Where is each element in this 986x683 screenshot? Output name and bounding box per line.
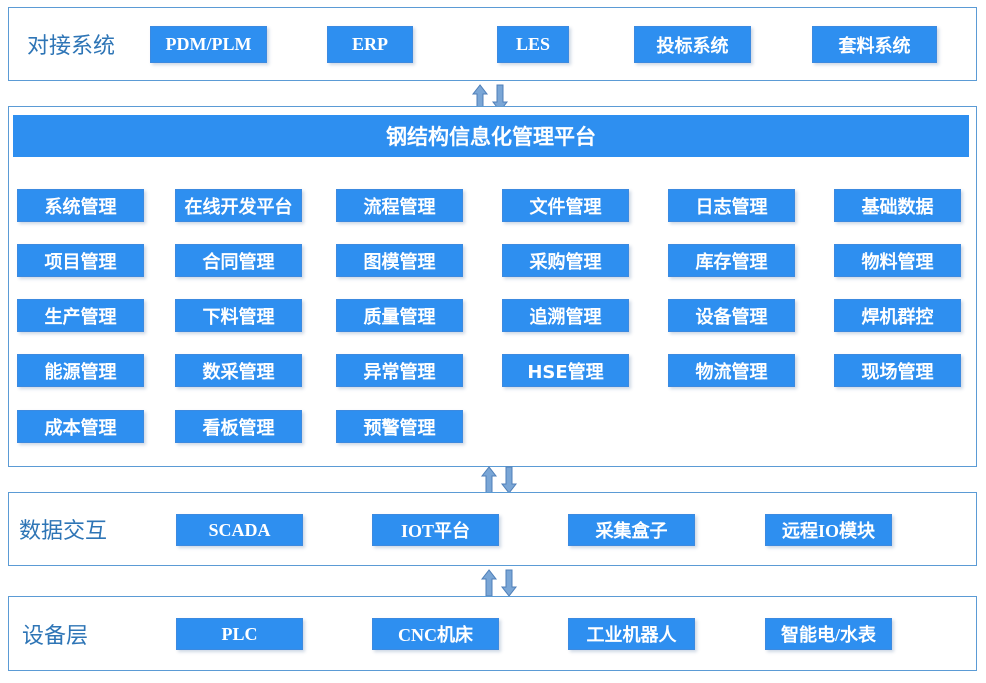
integration-system-pdm: PDM/PLM (150, 26, 267, 63)
platform-module: 质量管理 (336, 299, 463, 332)
integration-system-erp: ERP (327, 26, 413, 63)
platform-module: 焊机群控 (834, 299, 961, 332)
platform-module: 看板管理 (175, 410, 302, 443)
platform-module: 异常管理 (336, 354, 463, 387)
platform-title: 钢结构信息化管理平台 (13, 115, 969, 157)
platform-module: 图模管理 (336, 244, 463, 277)
platform-module: 预警管理 (336, 410, 463, 443)
platform-module: 日志管理 (668, 189, 795, 222)
platform-module: 系统管理 (17, 189, 144, 222)
platform-module: HSE管理 (502, 354, 629, 387)
platform-module: 成本管理 (17, 410, 144, 443)
platform-module: 采购管理 (502, 244, 629, 277)
bidirectional-arrow-icon (480, 569, 518, 597)
device-layer-label: 设备层 (22, 624, 89, 649)
platform-module: 在线开发平台 (175, 189, 302, 222)
device-plc: PLC (176, 618, 303, 650)
platform-module: 库存管理 (668, 244, 795, 277)
platform-module: 能源管理 (17, 354, 144, 387)
data-exchange-remote-io: 远程IO模块 (765, 514, 892, 546)
platform-module: 物料管理 (834, 244, 961, 277)
integration-system-nesting: 套料系统 (812, 26, 937, 63)
platform-panel (8, 106, 977, 467)
device-robot: 工业机器人 (568, 618, 695, 650)
platform-module: 流程管理 (336, 189, 463, 222)
platform-module: 追溯管理 (502, 299, 629, 332)
platform-module: 设备管理 (668, 299, 795, 332)
integration-system-bidding: 投标系统 (634, 26, 751, 63)
platform-module: 现场管理 (834, 354, 961, 387)
data-exchange-iot: IOT平台 (372, 514, 499, 546)
platform-module: 文件管理 (502, 189, 629, 222)
platform-module: 合同管理 (175, 244, 302, 277)
platform-module: 项目管理 (17, 244, 144, 277)
platform-module: 数采管理 (175, 354, 302, 387)
bidirectional-arrow-icon (480, 466, 518, 494)
integration-system-les: LES (497, 26, 569, 63)
data-exchange-label: 数据交互 (19, 519, 108, 544)
platform-module: 生产管理 (17, 299, 144, 332)
platform-module: 物流管理 (668, 354, 795, 387)
device-cnc: CNC机床 (372, 618, 499, 650)
device-smart-meter: 智能电/水表 (765, 618, 892, 650)
platform-module: 下料管理 (175, 299, 302, 332)
data-exchange-scada: SCADA (176, 514, 303, 546)
platform-module: 基础数据 (834, 189, 961, 222)
data-exchange-collector: 采集盒子 (568, 514, 695, 546)
integration-layer-label: 对接系统 (27, 34, 116, 59)
